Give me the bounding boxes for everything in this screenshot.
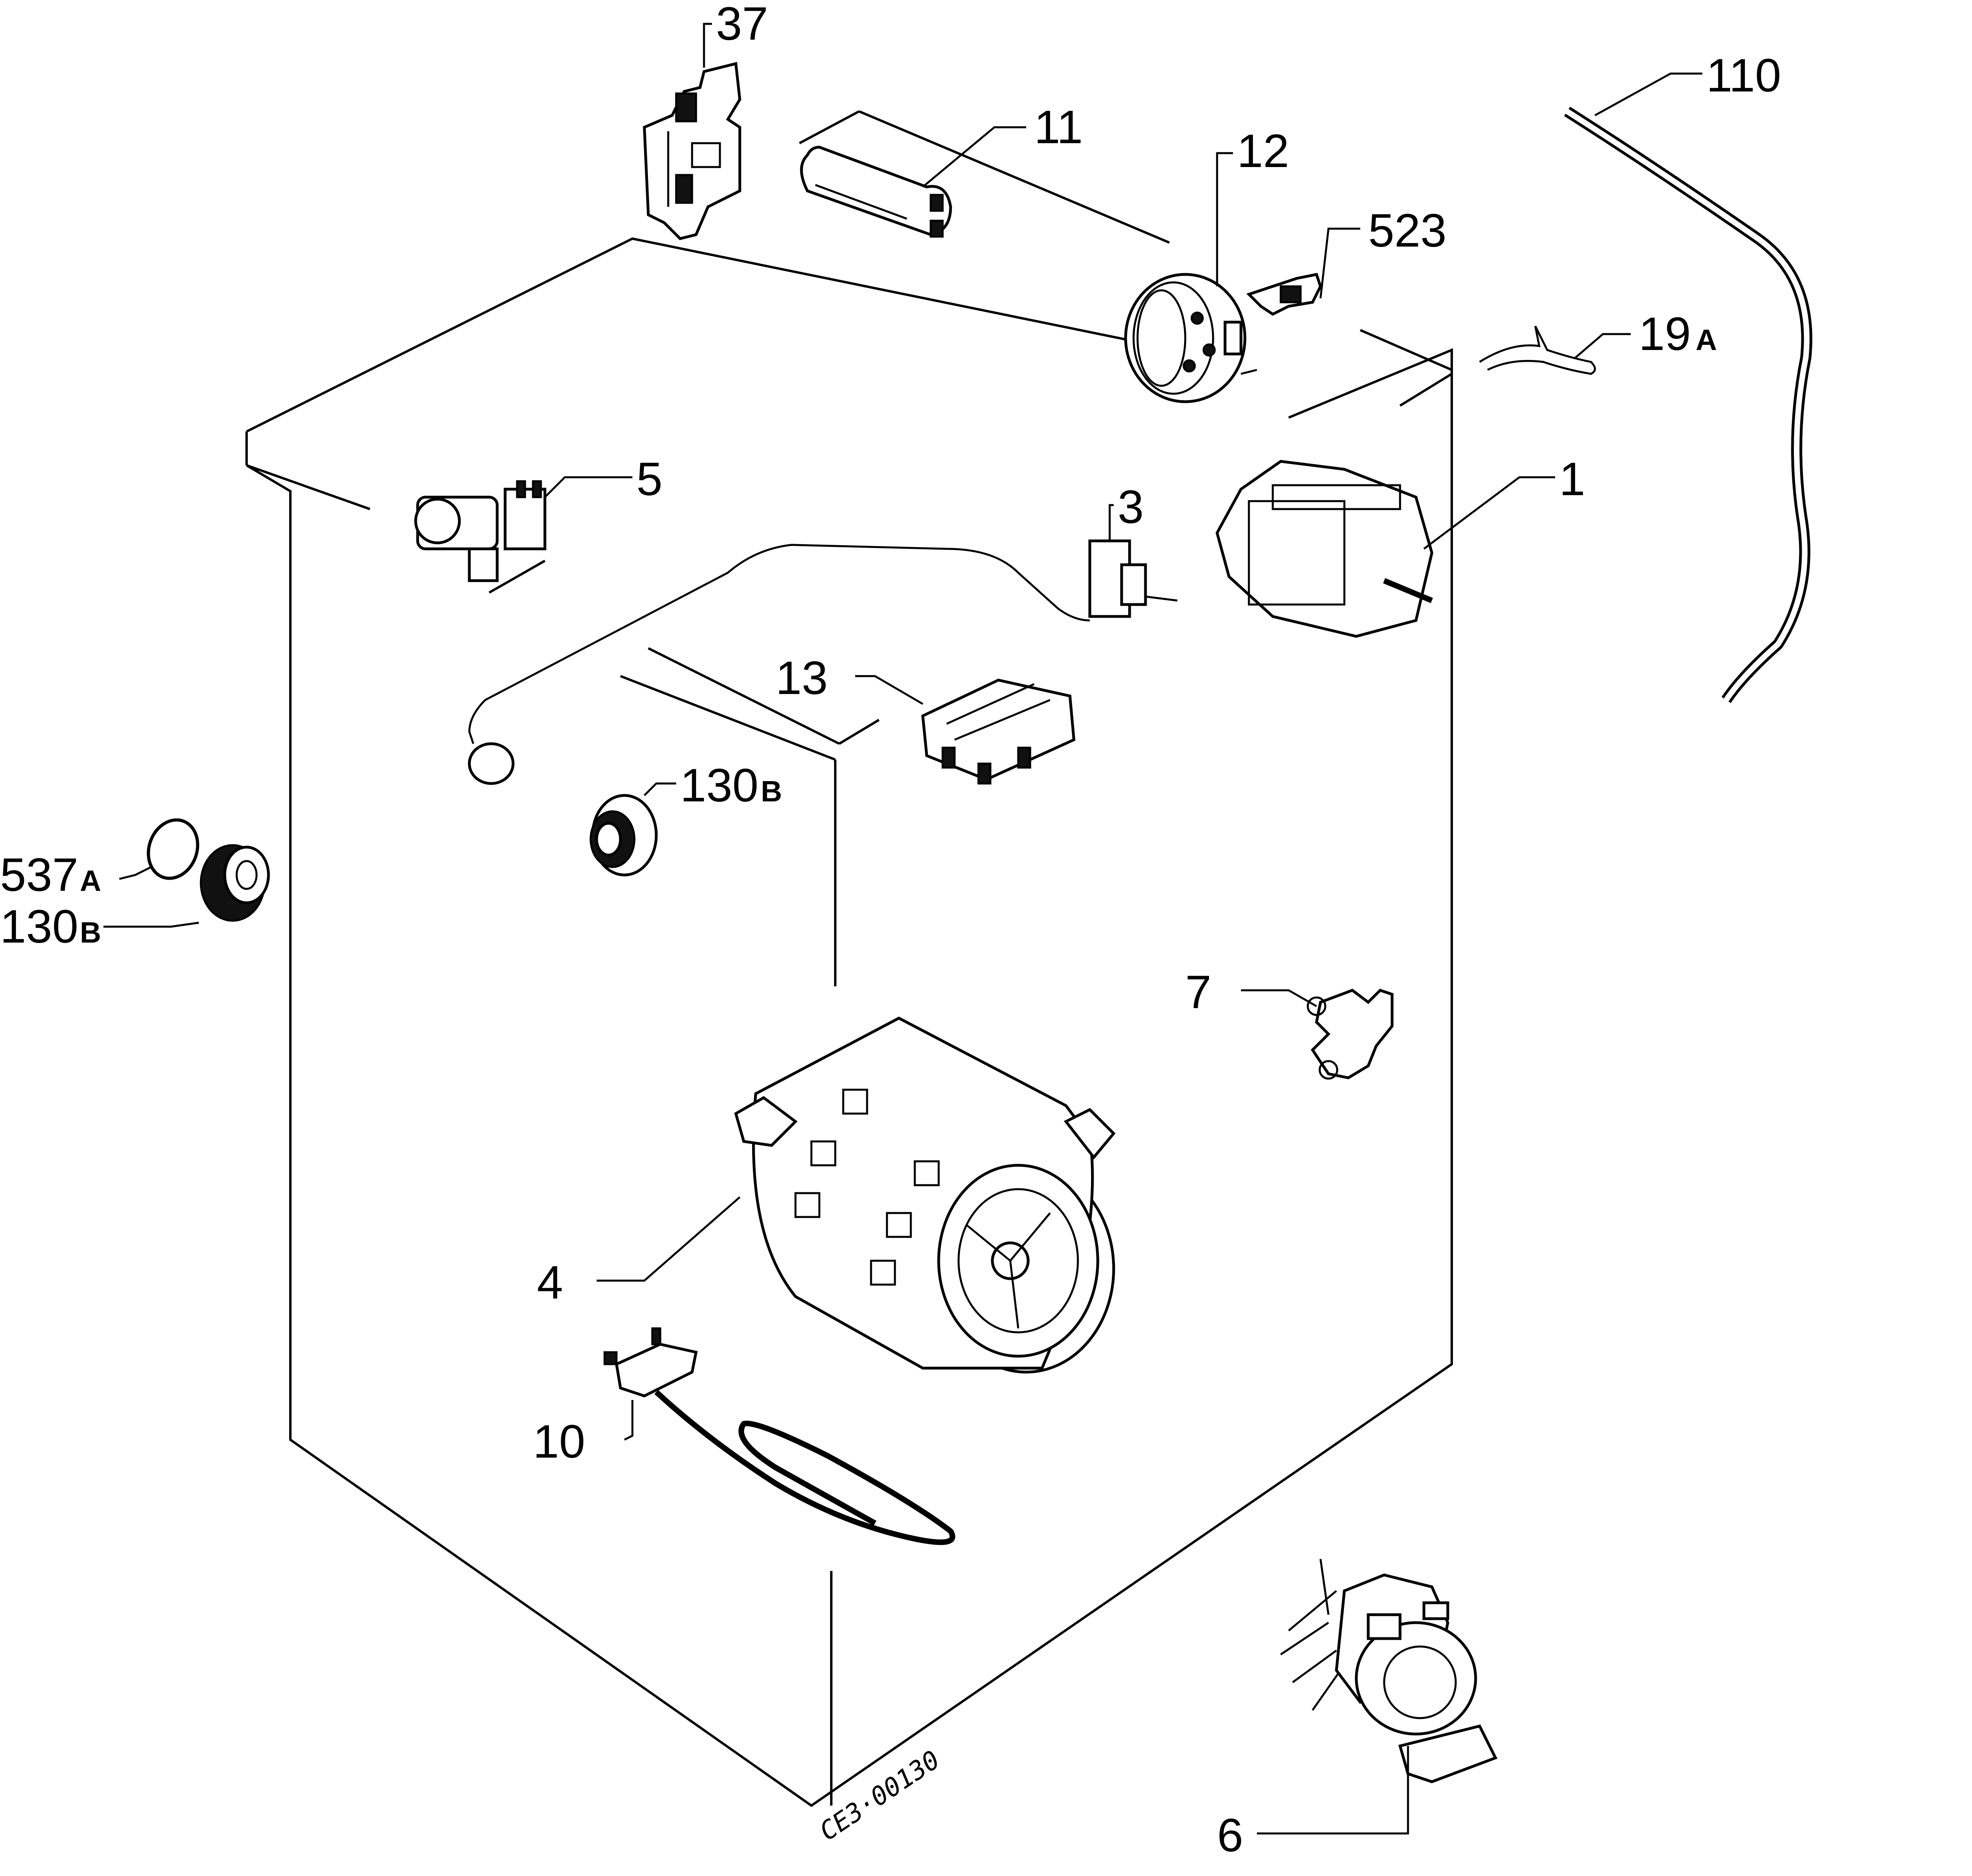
- callout-110: 110: [1706, 49, 1781, 102]
- callout-130b-side: 130B: [0, 900, 101, 953]
- cabinet-outline: [245, 110, 1453, 1807]
- callout-130b-front: 130B: [680, 759, 782, 812]
- callout-5: 5: [636, 453, 663, 505]
- part-537a-ring: [147, 818, 199, 880]
- part-37-bracket: [643, 62, 741, 240]
- part-110-hose: [1564, 107, 1813, 703]
- callout-6: 6: [1217, 1809, 1243, 1862]
- part-5-water-valve: [414, 480, 546, 582]
- callout-4: 4: [537, 1256, 563, 1309]
- part-7-bracket: [1307, 988, 1394, 1080]
- drawing-code: CE3·00130: [815, 1745, 945, 1847]
- part-4-motor: [734, 1017, 1116, 1374]
- part-12-pressure-switch: [1124, 273, 1257, 403]
- part-11-capacitor: [800, 146, 952, 238]
- part-523-clip: [1246, 272, 1322, 316]
- callout-523: 523: [1368, 204, 1447, 257]
- callout-12: 12: [1237, 125, 1289, 177]
- callout-10: 10: [533, 1415, 585, 1468]
- part-13-switch-block: [921, 678, 1075, 785]
- part-130b-grommet-front: [589, 794, 658, 877]
- part-130b-grommet-side: [200, 844, 270, 922]
- callout-1: 1: [1559, 453, 1585, 505]
- part-3-thermostat-switch: [468, 539, 1178, 785]
- part-10-heating-element: [603, 1327, 955, 1545]
- callout-3: 3: [1118, 481, 1144, 533]
- part-19a-wire-clip: [1479, 325, 1596, 375]
- callout-13: 13: [776, 652, 828, 704]
- callout-7: 7: [1185, 966, 1212, 1019]
- callout-37: 37: [716, 0, 768, 50]
- callout-537a: 537A: [0, 849, 101, 901]
- part-6-drain-pump: [1280, 1559, 1497, 1783]
- leader-lines: [103, 23, 1702, 1835]
- part-1-timer: [1215, 460, 1433, 638]
- callout-11: 11: [1034, 101, 1083, 154]
